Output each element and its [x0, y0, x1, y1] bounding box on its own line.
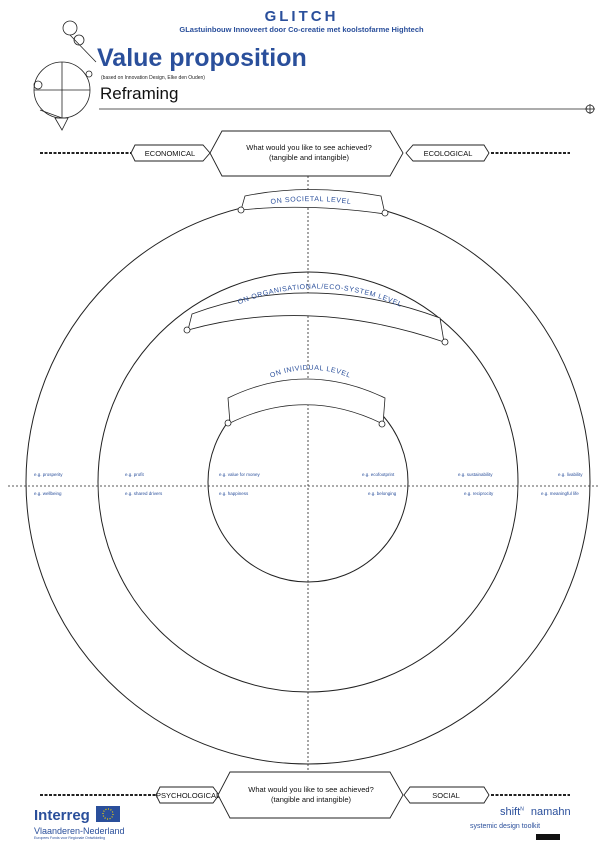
- logo-circles-icon: [33, 20, 97, 131]
- bottom-question-sub: (tangible and intangible): [270, 795, 352, 804]
- psychological-label: PSYCHOLOGICAL: [156, 791, 221, 800]
- example-happiness: e.g. happiness: [219, 491, 249, 496]
- cc-license-icon: [536, 834, 560, 840]
- example-reciprocity: e.g. reciprocity: [464, 491, 494, 496]
- bottom-question-text: What would you like to see achieved?: [248, 785, 374, 794]
- example-value-for-money: e.g. value for money: [219, 472, 260, 477]
- example-sustainability: e.g. sustainability: [458, 472, 493, 477]
- namahn-label: namahn: [530, 806, 571, 818]
- individual-banner: [224, 378, 386, 428]
- crosshair-icon: [585, 104, 595, 114]
- top-question-text: What would you like to see achieved?: [246, 143, 372, 152]
- region-label: Vlaanderen-Nederland: [34, 826, 125, 836]
- toolkit-label: systemic design toolkit: [470, 823, 541, 830]
- societal-banner: [237, 189, 389, 217]
- brand-name: GLITCH: [264, 8, 339, 25]
- individual-level-label: ON INIVIDUAL LEVEL: [269, 365, 352, 380]
- bottom-bar: [40, 771, 570, 819]
- social-label: SOCIAL: [432, 791, 460, 800]
- brand-tagline: GLastuinbouw Innoveert door Co-creatie m…: [179, 25, 424, 34]
- page-title: Value proposition: [97, 44, 307, 72]
- example-belonging: e.g. belonging: [368, 491, 397, 496]
- example-wellbeing: e.g. wellbeing: [34, 491, 62, 496]
- societal-level-label: ON SOCIETAL LEVEL: [270, 196, 352, 206]
- organisational-banner: [183, 292, 449, 346]
- organisational-circle: [97, 271, 519, 693]
- top-bar: [40, 130, 570, 177]
- section-title: Reframing: [100, 84, 179, 103]
- ecological-label: ECOLOGICAL: [423, 149, 473, 158]
- top-question: What would you like to see achieved? (ta…: [215, 143, 403, 163]
- top-question-sub: (tangible and intangible): [268, 153, 350, 162]
- shift-label: shift: [500, 806, 521, 818]
- example-meaningful-life: e.g. meaningful life: [541, 491, 579, 496]
- eu-flag-icon: [96, 806, 120, 822]
- fund-label: Europees Fonds voor Regionale Ontwikkeli…: [34, 836, 106, 840]
- interreg-logo: Interreg: [34, 807, 90, 824]
- page-subtitle: (based on Innovation Design, Elke den Ou…: [101, 75, 205, 81]
- example-ecofootprint: e.g. ecofootprint: [362, 472, 395, 477]
- shift-namahn-logo: shiftN namahn: [500, 806, 571, 818]
- example-prosperity: e.g. prosperity: [34, 472, 63, 477]
- example-livability: e.g. livability: [558, 472, 583, 477]
- example-shared-drivers: e.g. shared drivers: [125, 491, 163, 496]
- economical-label: ECONOMICAL: [144, 149, 196, 158]
- example-profit: e.g. profit: [125, 472, 144, 477]
- bottom-question: What would you like to see achieved? (ta…: [222, 785, 400, 805]
